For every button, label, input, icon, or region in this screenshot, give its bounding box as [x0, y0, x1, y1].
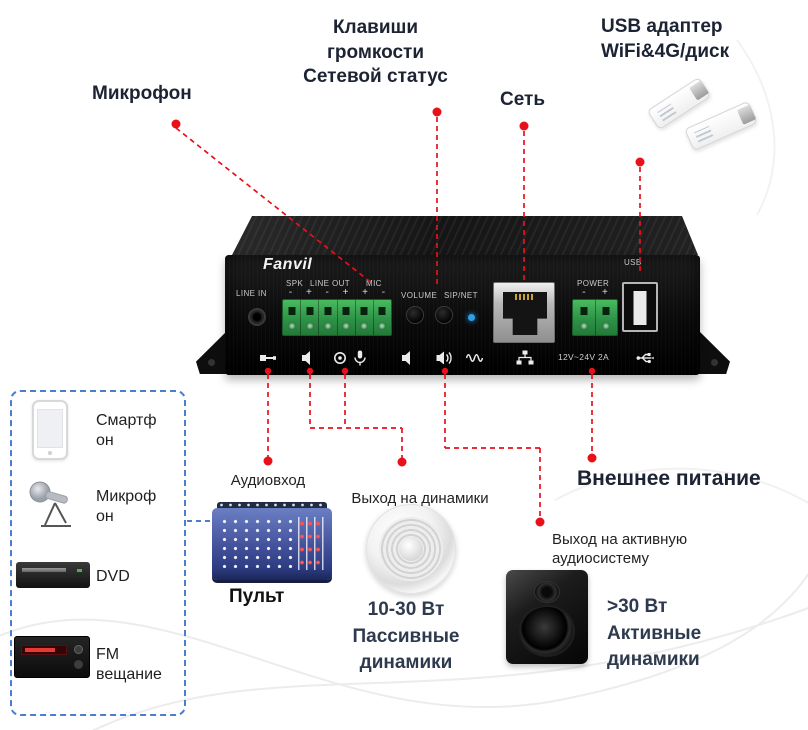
- source-label-microphone: Микрофон: [96, 488, 157, 525]
- callout-network: Сеть: [500, 89, 546, 110]
- active-speaker-icon: [506, 570, 588, 664]
- sip-net-label: SIP/NET: [444, 291, 478, 300]
- usb-label: USB: [624, 258, 642, 267]
- sign: -: [288, 287, 293, 298]
- usb-port: [622, 282, 658, 332]
- sign: +: [342, 287, 349, 298]
- output-polarity: - + - + + -: [282, 287, 392, 298]
- brand-logo: Fanvil: [263, 256, 313, 273]
- dongle-logo: [657, 103, 677, 122]
- output-terminal-block: [282, 299, 392, 336]
- callout-volume-keys-status: Клавиши громкости Сетевой статус: [288, 16, 463, 90]
- usb-tongue: [633, 291, 647, 325]
- mixer-body: [212, 508, 332, 580]
- fm-display-bar: [25, 648, 55, 652]
- power-rating-label: 12V~24V 2A: [558, 352, 609, 362]
- callout-active-out: Выход на активную аудиосистему: [552, 531, 688, 567]
- passive-speakers-label: 10-30 Вт Пассивные динамики: [352, 599, 460, 674]
- callout-network-status: Сетевой статус: [303, 66, 448, 88]
- speaker-out-icon: [302, 351, 310, 365]
- device-front-panel: Fanvil LINE IN SPK LINE OUT MIC - + - + …: [225, 255, 700, 375]
- terminal-slot: [374, 300, 391, 335]
- callout-microphone: Микрофон: [92, 83, 192, 104]
- source-label-smartphone: Смартфон: [96, 412, 157, 449]
- sign: -: [325, 287, 329, 298]
- fm-display: [21, 645, 67, 655]
- terminal-slot: [301, 300, 320, 335]
- mixer-fader-caps: [298, 517, 324, 570]
- sign: +: [362, 287, 369, 298]
- rj45-socket: [503, 292, 547, 335]
- terminal-slot: [338, 300, 356, 335]
- line-in-icon: [260, 355, 276, 361]
- mic-label: MIC: [366, 279, 382, 288]
- mixer-console-icon: [212, 502, 332, 580]
- line-in-jack: [248, 308, 266, 326]
- wave-icon: [466, 354, 484, 362]
- speaker-icon: [402, 351, 410, 365]
- desk-microphone-icon: [29, 481, 71, 527]
- terminal-slot: [573, 300, 596, 335]
- status-led: [468, 314, 475, 321]
- mixer-label: Пульт: [229, 586, 285, 607]
- sign: +: [601, 287, 608, 298]
- sign: -: [582, 287, 586, 298]
- terminal-slot: [596, 300, 618, 335]
- network-icon: [516, 350, 534, 365]
- sign: +: [305, 287, 312, 298]
- record-icon: [334, 352, 346, 364]
- mixer-rear-jacks: [217, 502, 327, 512]
- terminal-slot: [356, 300, 374, 335]
- mixer-knobs: [219, 517, 293, 568]
- sip-net-knob: [435, 306, 453, 324]
- callout-volume-keys: Клавиши громкости: [326, 17, 425, 63]
- smartphone-icon: [32, 400, 68, 460]
- terminal-slot: [283, 300, 302, 335]
- speaker-dome: [399, 537, 423, 561]
- fm-knob: [74, 645, 83, 654]
- woofer: [519, 605, 575, 657]
- ceiling-speaker-icon: [366, 504, 456, 594]
- source-label-dvd: DVD: [96, 568, 130, 585]
- volume-knob: [406, 306, 424, 324]
- callout-audio-in: Аудиовход: [230, 472, 306, 489]
- power-polarity: - +: [574, 287, 616, 298]
- sign: -: [381, 287, 386, 298]
- callout-usb-adapter: USB адаптер WiFi&4G/диск: [601, 16, 730, 62]
- ethernet-port: [493, 282, 555, 343]
- dvd-player-icon: [16, 562, 90, 588]
- source-label-fm: FM вещание: [96, 646, 162, 683]
- power-terminal-block: [572, 299, 618, 336]
- usb-trident-icon: [636, 353, 654, 364]
- speaker-loud-icon: [436, 351, 452, 365]
- device-top-cover: [232, 216, 698, 255]
- fm-radio-icon: [14, 636, 90, 678]
- callout-speaker-out: Выход на динамики: [351, 490, 489, 507]
- active-speakers-label: >30 Вт Активные динамики: [607, 596, 702, 671]
- audio-sources-box: Смартфон Микрофон DVD FM вещание: [10, 390, 186, 716]
- volume-label: VOLUME: [401, 291, 438, 300]
- power-label: POWER: [577, 279, 610, 288]
- line-in-label: LINE IN: [236, 289, 267, 298]
- terminal-slot: [319, 300, 338, 335]
- callout-external-power: Внешнее питание: [577, 467, 761, 490]
- microphone-icon: [354, 350, 366, 366]
- tweeter: [534, 581, 560, 603]
- dongle-logo: [694, 125, 714, 143]
